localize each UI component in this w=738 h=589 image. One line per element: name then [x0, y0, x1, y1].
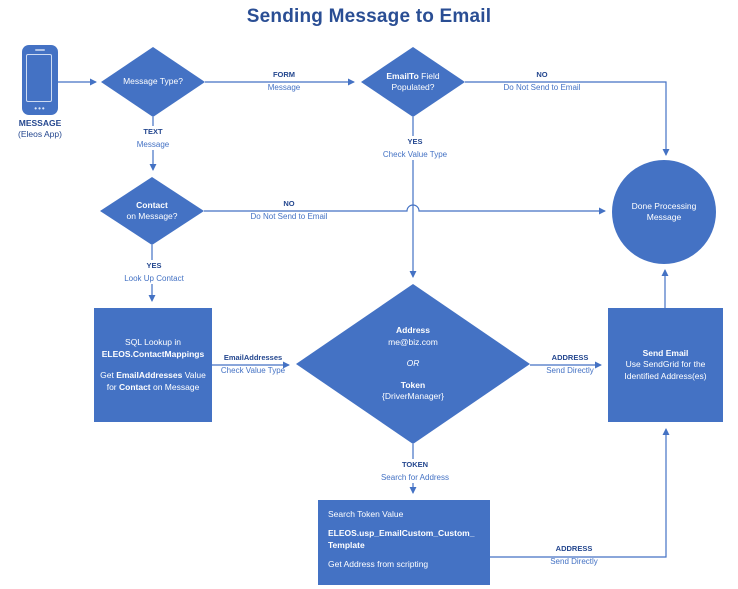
decision-address-or-token: Address me@biz.com OR Token {DriverManag…: [296, 284, 530, 444]
edge-label-form: FORM Message: [267, 70, 301, 92]
search-token-proc1: ELEOS.usp_EmailCustom_Custom_: [328, 528, 475, 538]
search-token-proc2: Template: [328, 540, 365, 550]
phone-node-label: MESSAGE (Eleos App): [2, 118, 78, 140]
address-token-line2: me@biz.com: [388, 336, 438, 347]
edge-label-yes-lookup: YES Look Up Contact: [112, 260, 196, 284]
address-token-line4: Token: [400, 379, 426, 390]
phone-node-subtitle: (Eleos App): [18, 129, 62, 139]
done-line2: Message: [646, 212, 682, 222]
edge-label-yes-check-value: YES Check Value Type: [371, 136, 459, 160]
address-token-line1: Address: [395, 325, 430, 336]
edge-label-token: TOKEN Search for Address: [371, 459, 459, 483]
done-line1: Done Processing: [631, 200, 697, 211]
process-search-token: Search Token Value ELEOS.usp_EmailCustom…: [318, 500, 490, 585]
address-token-or: OR: [406, 358, 420, 369]
decision-emailto-line1: EmailTo Field: [386, 70, 440, 81]
phone-screen: [26, 54, 52, 102]
process-sql-lookup: SQL Lookup in ELEOS.ContactMappings Get …: [94, 308, 212, 422]
edge-label-address-mid: ADDRESS Send Directly: [546, 353, 594, 375]
smartphone-icon: •••: [22, 45, 58, 115]
sql-line1: SQL Lookup in: [125, 337, 181, 347]
sql-line4: for Contact on Message: [106, 381, 200, 392]
decision-emailto-line2: Populated?: [391, 82, 435, 92]
send-email-line3: Identified Address(es): [624, 370, 707, 381]
terminal-done-processing: Done Processing Message: [612, 160, 716, 264]
phone-node-title: MESSAGE: [18, 118, 62, 128]
edge-label-address-bottom: ADDRESS Send Directly: [550, 544, 598, 566]
decision-contact-on-message: Contact on Message?: [100, 177, 204, 245]
address-token-line5: {DriverManager}: [382, 391, 444, 402]
connector-search-token-to-send-email: [490, 428, 670, 558]
decision-emailto-populated: EmailTo Field Populated?: [361, 47, 465, 117]
edge-label-no-top: NO Do Not Send to Email: [503, 70, 581, 92]
send-email-line1: Send Email: [642, 347, 689, 358]
decision-contact-line2: on Message?: [126, 211, 178, 221]
phone-buttons: •••: [34, 104, 46, 113]
phone-speaker: [35, 49, 45, 51]
sql-line3: Get EmailAddresses Value: [100, 370, 206, 380]
process-send-email: Send Email Use SendGrid for the Identifi…: [608, 308, 723, 422]
sql-line2: ELEOS.ContactMappings: [101, 348, 205, 359]
decision-message-type: Message Type?: [101, 47, 205, 117]
decision-contact-line1: Contact: [136, 199, 168, 210]
edge-label-text: TEXT Message: [116, 126, 190, 150]
decision-message-type-label: Message Type?: [123, 76, 183, 87]
search-token-line3: Get Address from scripting: [328, 559, 429, 569]
search-token-line1: Search Token Value: [328, 509, 404, 519]
diagram-title: Sending Message to Email: [246, 6, 492, 27]
send-email-line2: Use SendGrid for the: [625, 359, 706, 370]
connector-emailto-no-to-done: [465, 81, 670, 156]
edge-label-email-addresses: EmailAddresses Check Value Type: [220, 353, 286, 375]
edge-label-no-contact: NO Do Not Send to Email: [250, 199, 328, 221]
